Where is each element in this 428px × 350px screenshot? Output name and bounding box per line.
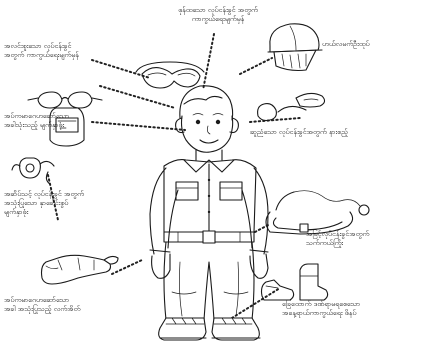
safety-belt-icon [266, 191, 369, 234]
respirator-icon [12, 158, 54, 184]
label-dust-goggles-text: ဖုန်ထသော လုပ်ငန်းခွင် အတွက်ကာကွယ်ရေးမျက်… [178, 6, 258, 23]
label-gloves: အပ်ကမာဂေဟဆော်သောအခါ အသုံးပြုသည့် လက်အိတ် [4, 296, 144, 314]
worker-figure [150, 86, 268, 340]
label-boots-text: ခြေထောက် ဒဏ်ရာမရစေသောအနေ့ရာယ်ကာကွယ်ရေး ဖ… [282, 300, 360, 317]
label-boots: ခြေထောက် ဒဏ်ရာမရစေသောအနေ့ရာယ်ကာကွယ်ရေး ဖ… [282, 300, 422, 318]
label-respirator-text: အဆိပ်သင့် လုပ်ငန်းခွင် အတွက်အသုံးပြုသော … [4, 190, 84, 216]
label-glare-goggles: အလင်းစူးသော လုပ်ငန်းခွင်အတွက် ကာကွယ်ရေးမ… [4, 42, 134, 60]
spare-shoes-icon [262, 264, 328, 300]
label-face-shield-text: အပ်ကမာဂေဟဆော်သောအခါသုံးသည့် မျက်နှာဖုံး [4, 112, 69, 129]
label-ear-protection-text: ဆူညံသော လုပ်ငန်းခွင်အတွက် နားစည့် [250, 128, 348, 136]
label-glare-goggles-text: အလင်းစူးသော လုပ်ငန်းခွင်အတွက် ကာကွယ်ရေးမ… [4, 42, 79, 59]
label-gloves-text: အပ်ကမာဂေဟဆော်သောအခါ အသုံးပြုသည့် လက်အိတ် [4, 296, 80, 313]
glove-icon [42, 255, 119, 284]
helmet-icon [268, 24, 322, 71]
label-respirator: အဆိပ်သင့် လုပ်ငန်းခွင် အတွက်အသုံးပြုသော … [4, 190, 134, 217]
label-safety-belt: အမြင့်လုပ်ငန်းခွင်အတွက်သက်ကယ်ကြိုး [306, 230, 426, 248]
label-dust-goggles: ဖုန်ထသော လုပ်ငန်းခွင် အတွက်ကာကွယ်ရေးမျက်… [148, 6, 288, 24]
label-face-shield: အပ်ကမာဂေဟဆော်သောအခါသုံးသည့် မျက်နှာဖုံး [4, 112, 124, 130]
ear-protection-icon [258, 93, 325, 120]
spectacles-icon [28, 92, 102, 108]
label-safety-belt-text: အမြင့်လုပ်ငန်းခွင်အတွက်သက်ကယ်ကြိုး [306, 230, 369, 247]
label-helmet: ဟယ်လမက်ဦးထုပ် [322, 40, 422, 49]
label-helmet-text: ဟယ်လမက်ဦးထုပ် [322, 40, 369, 48]
label-ear-protection: ဆူညံသော လုပ်ငန်းခွင်အတွက် နားစည့် [250, 128, 422, 137]
goggles-icon [136, 62, 204, 88]
leader-lines [48, 34, 300, 318]
